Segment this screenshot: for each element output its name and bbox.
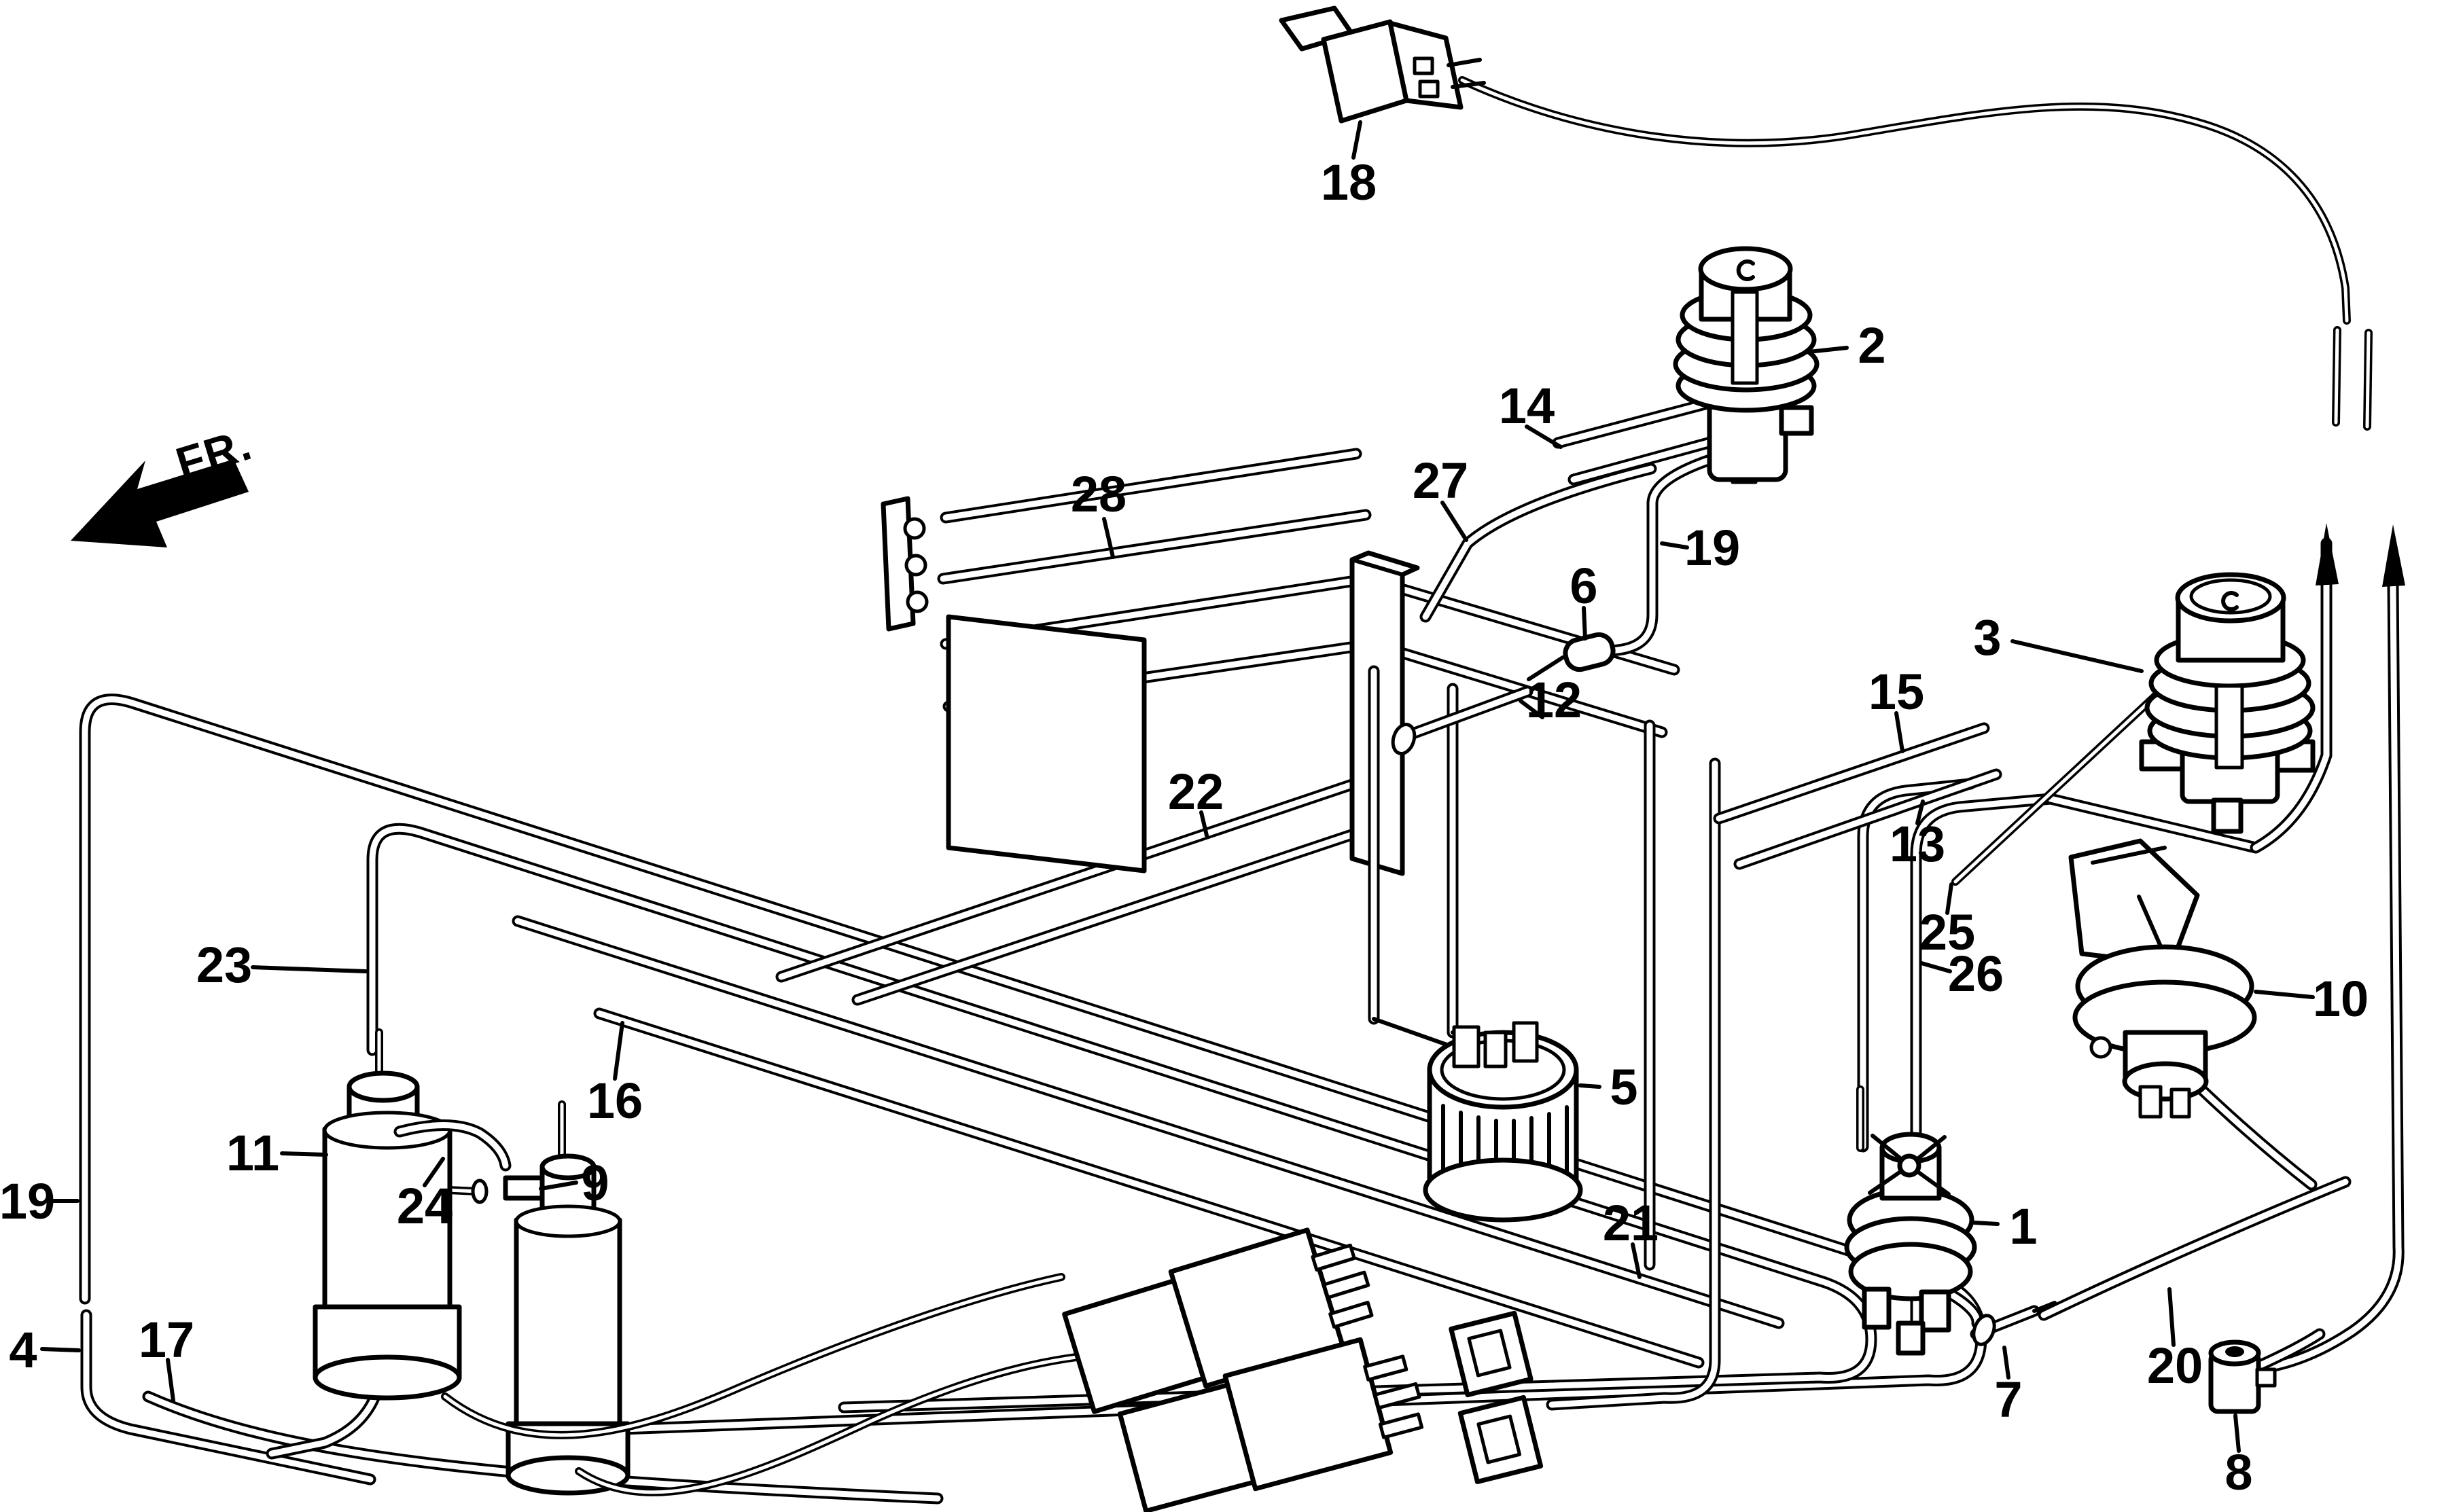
fr-label: FR. xyxy=(170,418,258,489)
leader-line-23 xyxy=(251,965,368,973)
leader-line-11 xyxy=(280,1151,328,1157)
part-label-10: 10 xyxy=(2313,971,2369,1027)
frequency-solenoid-drum xyxy=(1372,1017,1583,1223)
manifold-block xyxy=(1349,550,1420,876)
vacuum-switch-18 xyxy=(1279,5,2373,431)
elbow-hose-24 xyxy=(393,1119,512,1172)
leader-line-13 xyxy=(1915,799,1925,825)
leader-line-22 xyxy=(1199,810,1209,838)
hose-clamp-comb xyxy=(881,496,929,632)
leader-line-20 xyxy=(2167,1287,2176,1347)
leader-line-8 xyxy=(2233,1414,2241,1453)
center-drop-tubes xyxy=(1368,665,1721,1411)
solenoid-canister-11 xyxy=(266,1028,489,1460)
hose-20 xyxy=(2038,1176,2352,1321)
leader-line-15 xyxy=(1894,711,1904,753)
leader-line-10 xyxy=(2254,990,2315,999)
check-valve-1 xyxy=(1844,1085,1983,1356)
part-label-12: 12 xyxy=(1526,672,1582,728)
leader-line-7 xyxy=(2002,1346,2010,1380)
leader-line-12 xyxy=(1519,699,1544,719)
part-label-16: 16 xyxy=(587,1073,643,1129)
part-label-20: 20 xyxy=(2147,1337,2203,1394)
leader-line-25 xyxy=(1945,882,1953,915)
part-label-7: 7 xyxy=(1994,1371,2022,1428)
part-label-11: 11 xyxy=(226,1125,279,1181)
wire-connector xyxy=(1062,1227,1374,1414)
part-label-3: 3 xyxy=(1973,609,2001,666)
part-label-24: 24 xyxy=(397,1178,453,1234)
tube-bundle xyxy=(79,694,1987,1505)
part-label-18: 18 xyxy=(1321,154,1377,211)
leader-line-14 xyxy=(1525,425,1563,449)
leader-line-21 xyxy=(1631,1242,1642,1279)
wire-connector xyxy=(1117,1337,1424,1512)
part-label-13: 13 xyxy=(1890,816,1945,872)
part-label-5: 5 xyxy=(1610,1059,1637,1115)
leader-line-28 xyxy=(1102,517,1115,559)
part-label-21: 21 xyxy=(1603,1195,1659,1251)
part-label-22: 22 xyxy=(1168,763,1224,820)
leader-line-26 xyxy=(1919,961,1952,973)
leader-line-16 xyxy=(613,1021,624,1081)
diaphragm-unit-10 xyxy=(2068,838,2318,1191)
part-label-15: 15 xyxy=(1868,664,1924,720)
hose-end-tip-icon xyxy=(2382,524,2405,587)
inline-fitting-7 xyxy=(1970,1301,2057,1346)
leader-line-2 xyxy=(1807,346,1849,354)
part-label-6: 6 xyxy=(1570,558,1597,614)
part-label-27: 27 xyxy=(1413,452,1468,509)
part-label-28: 28 xyxy=(1071,466,1127,522)
vacuum-valve-3 xyxy=(2139,572,2316,834)
hose-15-13 xyxy=(1713,722,2002,870)
part-label-1: 1 xyxy=(2009,1198,2037,1255)
right-riser-tubes xyxy=(1857,523,2405,1373)
manifold-plate xyxy=(946,614,1147,874)
part-label-9: 9 xyxy=(581,1155,609,1211)
leader-line-5 xyxy=(1578,1083,1601,1089)
part-label-14: 14 xyxy=(1499,378,1555,434)
fr-direction-arrow: FR. xyxy=(71,418,258,547)
leader-line-9 xyxy=(539,1181,578,1191)
part-label-25: 25 xyxy=(1919,904,1975,960)
part-label-4: 4 xyxy=(9,1322,37,1378)
leader-line-1 xyxy=(1972,1221,2000,1226)
leader-line-3 xyxy=(2010,639,2144,673)
part-label-26: 26 xyxy=(1948,946,2004,1002)
clip-connector xyxy=(1449,1310,1534,1398)
leader-line-24 xyxy=(423,1157,445,1187)
part-label-23: 23 xyxy=(196,937,252,993)
part-label-19b: 19 xyxy=(0,1173,55,1229)
part-label-2: 2 xyxy=(1858,317,1885,374)
leader-line-17 xyxy=(166,1358,175,1403)
part-label-17: 17 xyxy=(139,1312,194,1368)
hose-end-tip-icon xyxy=(2316,523,2339,586)
filter-8 xyxy=(2208,1328,2326,1414)
leader-line-27 xyxy=(1440,501,1468,542)
vacuum-valve-2 xyxy=(1552,246,1820,657)
part-label-19a: 19 xyxy=(1684,520,1740,576)
leader-line-6 xyxy=(1582,606,1587,641)
pigtail-wires xyxy=(441,1273,1124,1496)
clip-connector xyxy=(1457,1394,1544,1485)
leader-line-19a xyxy=(1660,541,1689,550)
tube-12 xyxy=(1391,685,1534,755)
part-label-8: 8 xyxy=(2225,1444,2252,1500)
leader-line-18 xyxy=(1351,120,1362,160)
leader-line-4 xyxy=(40,1347,81,1352)
